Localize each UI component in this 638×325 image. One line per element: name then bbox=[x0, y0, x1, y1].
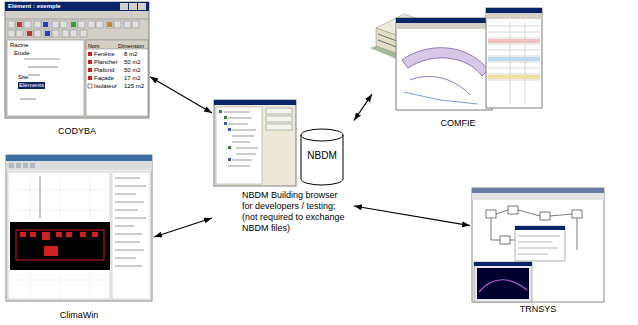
table-cell: 50 m2 bbox=[124, 67, 141, 74]
comfie-screenshots bbox=[370, 8, 542, 110]
nbdm-browser-node: NBDM Building browser for developers / t… bbox=[212, 98, 354, 248]
window-title: Elément : exemple bbox=[8, 3, 61, 10]
codyba-node: CODYBA Elément : exempleRacineEtudeSiteEl… bbox=[4, 2, 150, 138]
table-cell: Isolateur bbox=[94, 83, 117, 90]
table-cell: 8 m2 bbox=[124, 51, 137, 58]
climawin-node: ClimaWin bbox=[4, 152, 154, 322]
climawin-screenshot bbox=[6, 155, 152, 301]
node-caption: CODYBA bbox=[4, 126, 150, 137]
node-caption: ClimaWin bbox=[4, 310, 154, 321]
trnsys-node: TRNSYS bbox=[470, 186, 606, 318]
nbdm-browser-screenshot bbox=[214, 100, 296, 186]
table-cell: 17 m2 bbox=[124, 75, 141, 82]
double-arrow bbox=[354, 94, 372, 120]
column-header: Dimension bbox=[118, 43, 144, 50]
database-label: NBDM bbox=[300, 150, 344, 162]
column-header: Nom bbox=[88, 43, 100, 50]
trnsys-screenshot bbox=[472, 188, 604, 302]
tree-item: Eléments bbox=[18, 82, 45, 89]
double-arrow bbox=[150, 77, 212, 113]
node-caption: NBDM Building browser for developers / t… bbox=[242, 190, 350, 234]
double-arrow bbox=[354, 206, 470, 226]
database-cylinder: NBDM bbox=[300, 128, 344, 186]
node-caption: COMFIE bbox=[372, 118, 544, 129]
table-cell: Fenêtre bbox=[94, 51, 115, 58]
tree-item: Racine bbox=[10, 42, 29, 49]
codyba-screenshot bbox=[5, 2, 149, 118]
table-cell: 125 m2 bbox=[124, 83, 144, 90]
table-cell: Façade bbox=[94, 75, 114, 82]
table-cell: 50 m2 bbox=[124, 59, 141, 66]
node-caption: TRNSYS bbox=[470, 304, 606, 315]
tree-item: Site bbox=[18, 74, 28, 81]
table-cell: Plafond bbox=[94, 67, 114, 74]
tree-item: Etude bbox=[14, 50, 30, 57]
comfie-node: COMFIE bbox=[372, 2, 544, 130]
double-arrow bbox=[154, 218, 212, 237]
table-cell: Plancher bbox=[94, 59, 118, 66]
